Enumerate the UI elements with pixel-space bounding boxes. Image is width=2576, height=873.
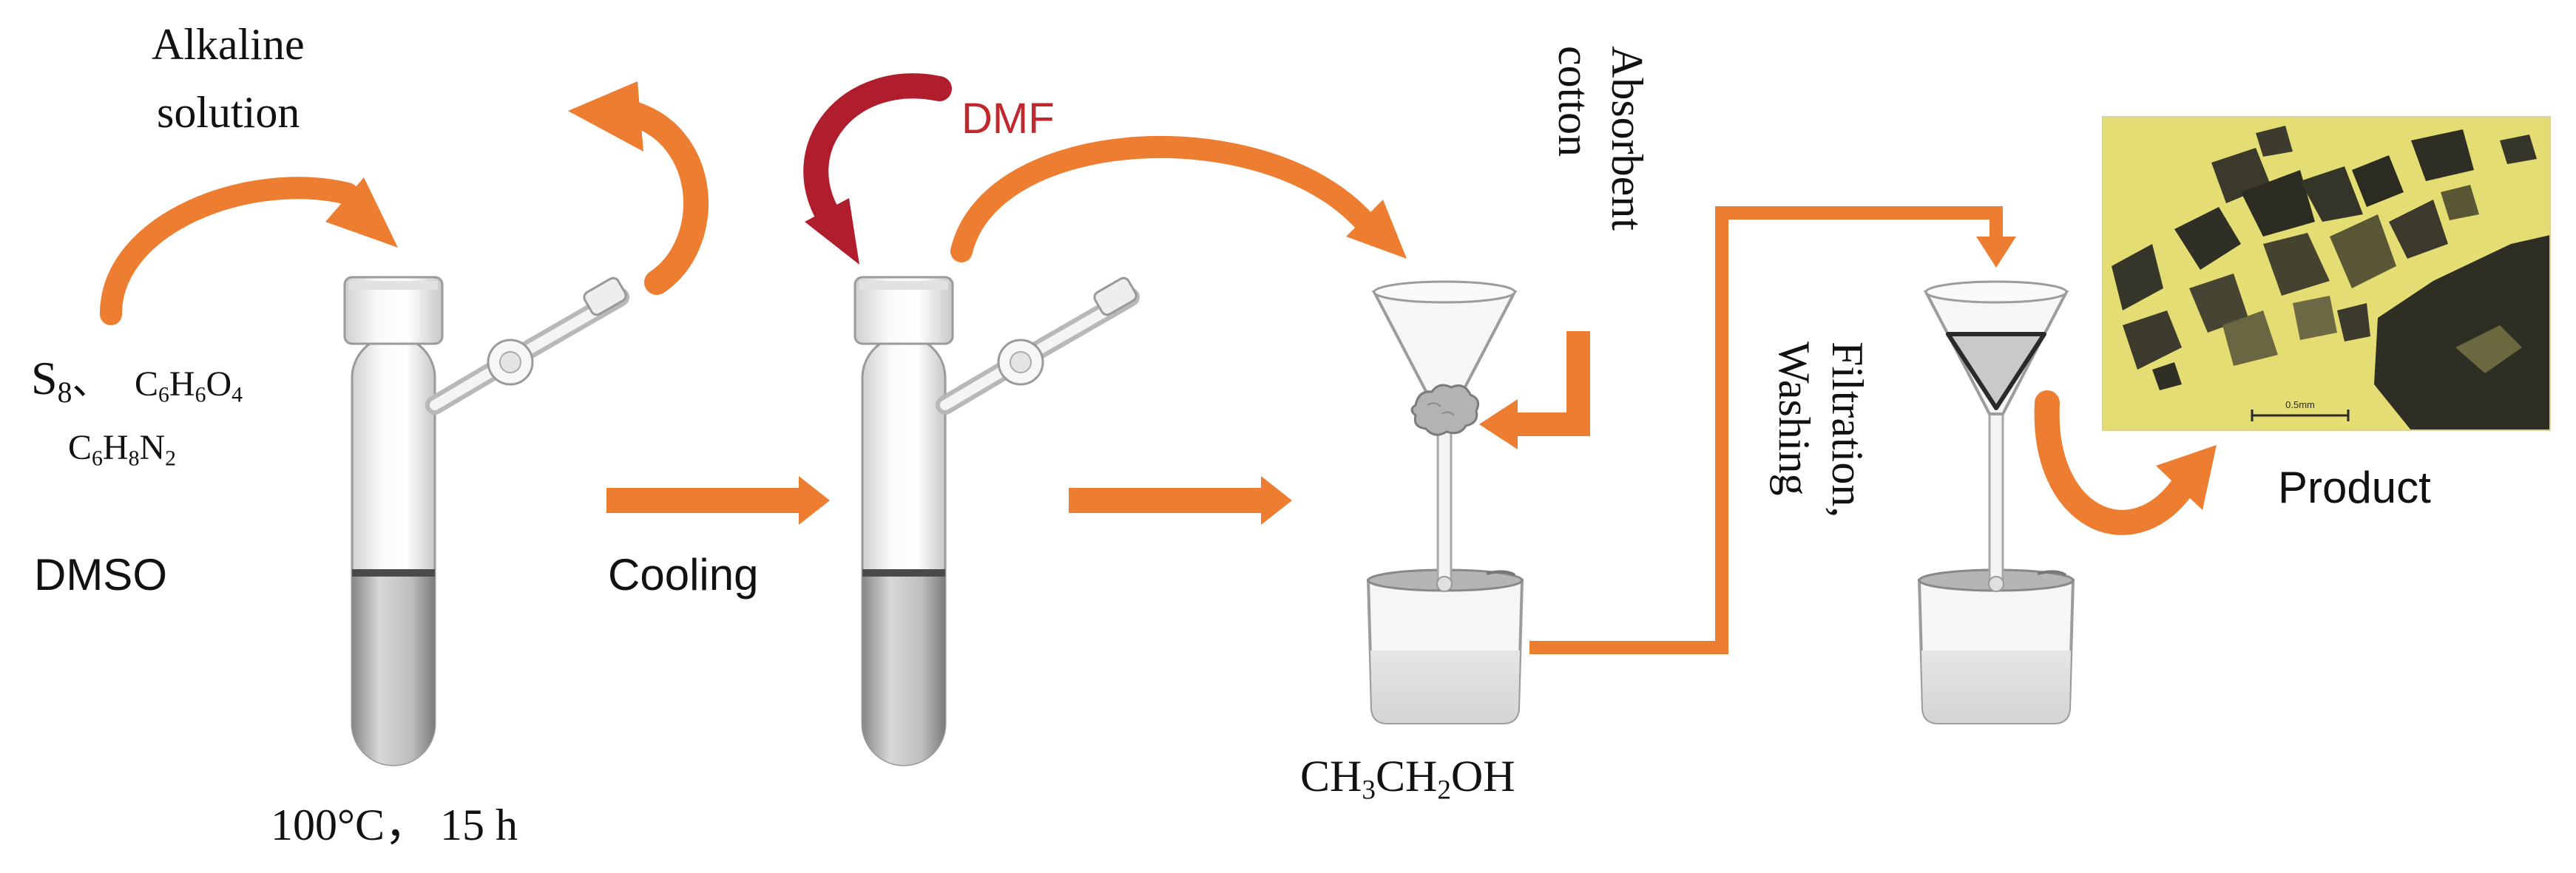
to-filtration-arrow (1529, 206, 2016, 654)
funnel-icon (1371, 280, 1518, 592)
beaker-icon (1366, 568, 1524, 724)
dmf-label: DMF (961, 95, 1055, 143)
ethanol-formula: CH3CH2OH (1300, 752, 1515, 806)
filter-step-arrow (1069, 476, 1292, 525)
cotton-insert-arrow (1479, 331, 1590, 449)
transfer-arrowhead (1346, 200, 1407, 259)
dmf-arrow (803, 73, 952, 234)
beaker-icon (1917, 568, 2075, 724)
alkaline-out-arrow (623, 102, 709, 295)
cooling-label: Cooling (608, 550, 759, 599)
absorbent-cotton-label: Absorbent cotton (1547, 46, 1654, 231)
dmf-arrowhead (805, 198, 859, 265)
funnel-icon (1923, 280, 2069, 592)
filtration-label-line2: Washing (1770, 342, 1819, 496)
sulfur-formula: S8、 (31, 352, 111, 410)
product-label: Product (2278, 463, 2431, 512)
conditions-label: 100°C， 15 h (271, 801, 518, 849)
transfer-arrow (950, 136, 1376, 262)
scale-bar-label: 0.5mm (2285, 399, 2315, 410)
c6h8n2-formula: C6H8N2 (68, 428, 176, 471)
absorbent-label-line2: cotton (1549, 46, 1598, 157)
to-product-arrowhead (2156, 445, 2217, 510)
filtration-label-line1: Filtration, (1823, 342, 1872, 518)
alkaline-label-line1: Alkaline (152, 20, 305, 69)
alkaline-label-line2: solution (157, 88, 300, 137)
absorbent-label-line1: Absorbent (1603, 46, 1652, 231)
filtration-washing-label: Filtration, Washing (1768, 342, 1874, 517)
add-reagents-arrowhead (325, 177, 398, 248)
cotton-ball-icon (1410, 384, 1480, 436)
reaction-tube-icon (853, 276, 1140, 767)
dmso-label: DMSO (34, 550, 167, 599)
add-reagents-arrow (100, 177, 359, 325)
c6h6o4-formula: C6H6O4 (135, 364, 243, 407)
alkaline-out-arrowhead (568, 81, 643, 152)
reaction-tube-icon (343, 276, 629, 767)
micrograph-image: 0.5mm (2103, 117, 2550, 430)
cooling-arrow (606, 476, 830, 525)
to-product-arrow (2034, 390, 2194, 535)
